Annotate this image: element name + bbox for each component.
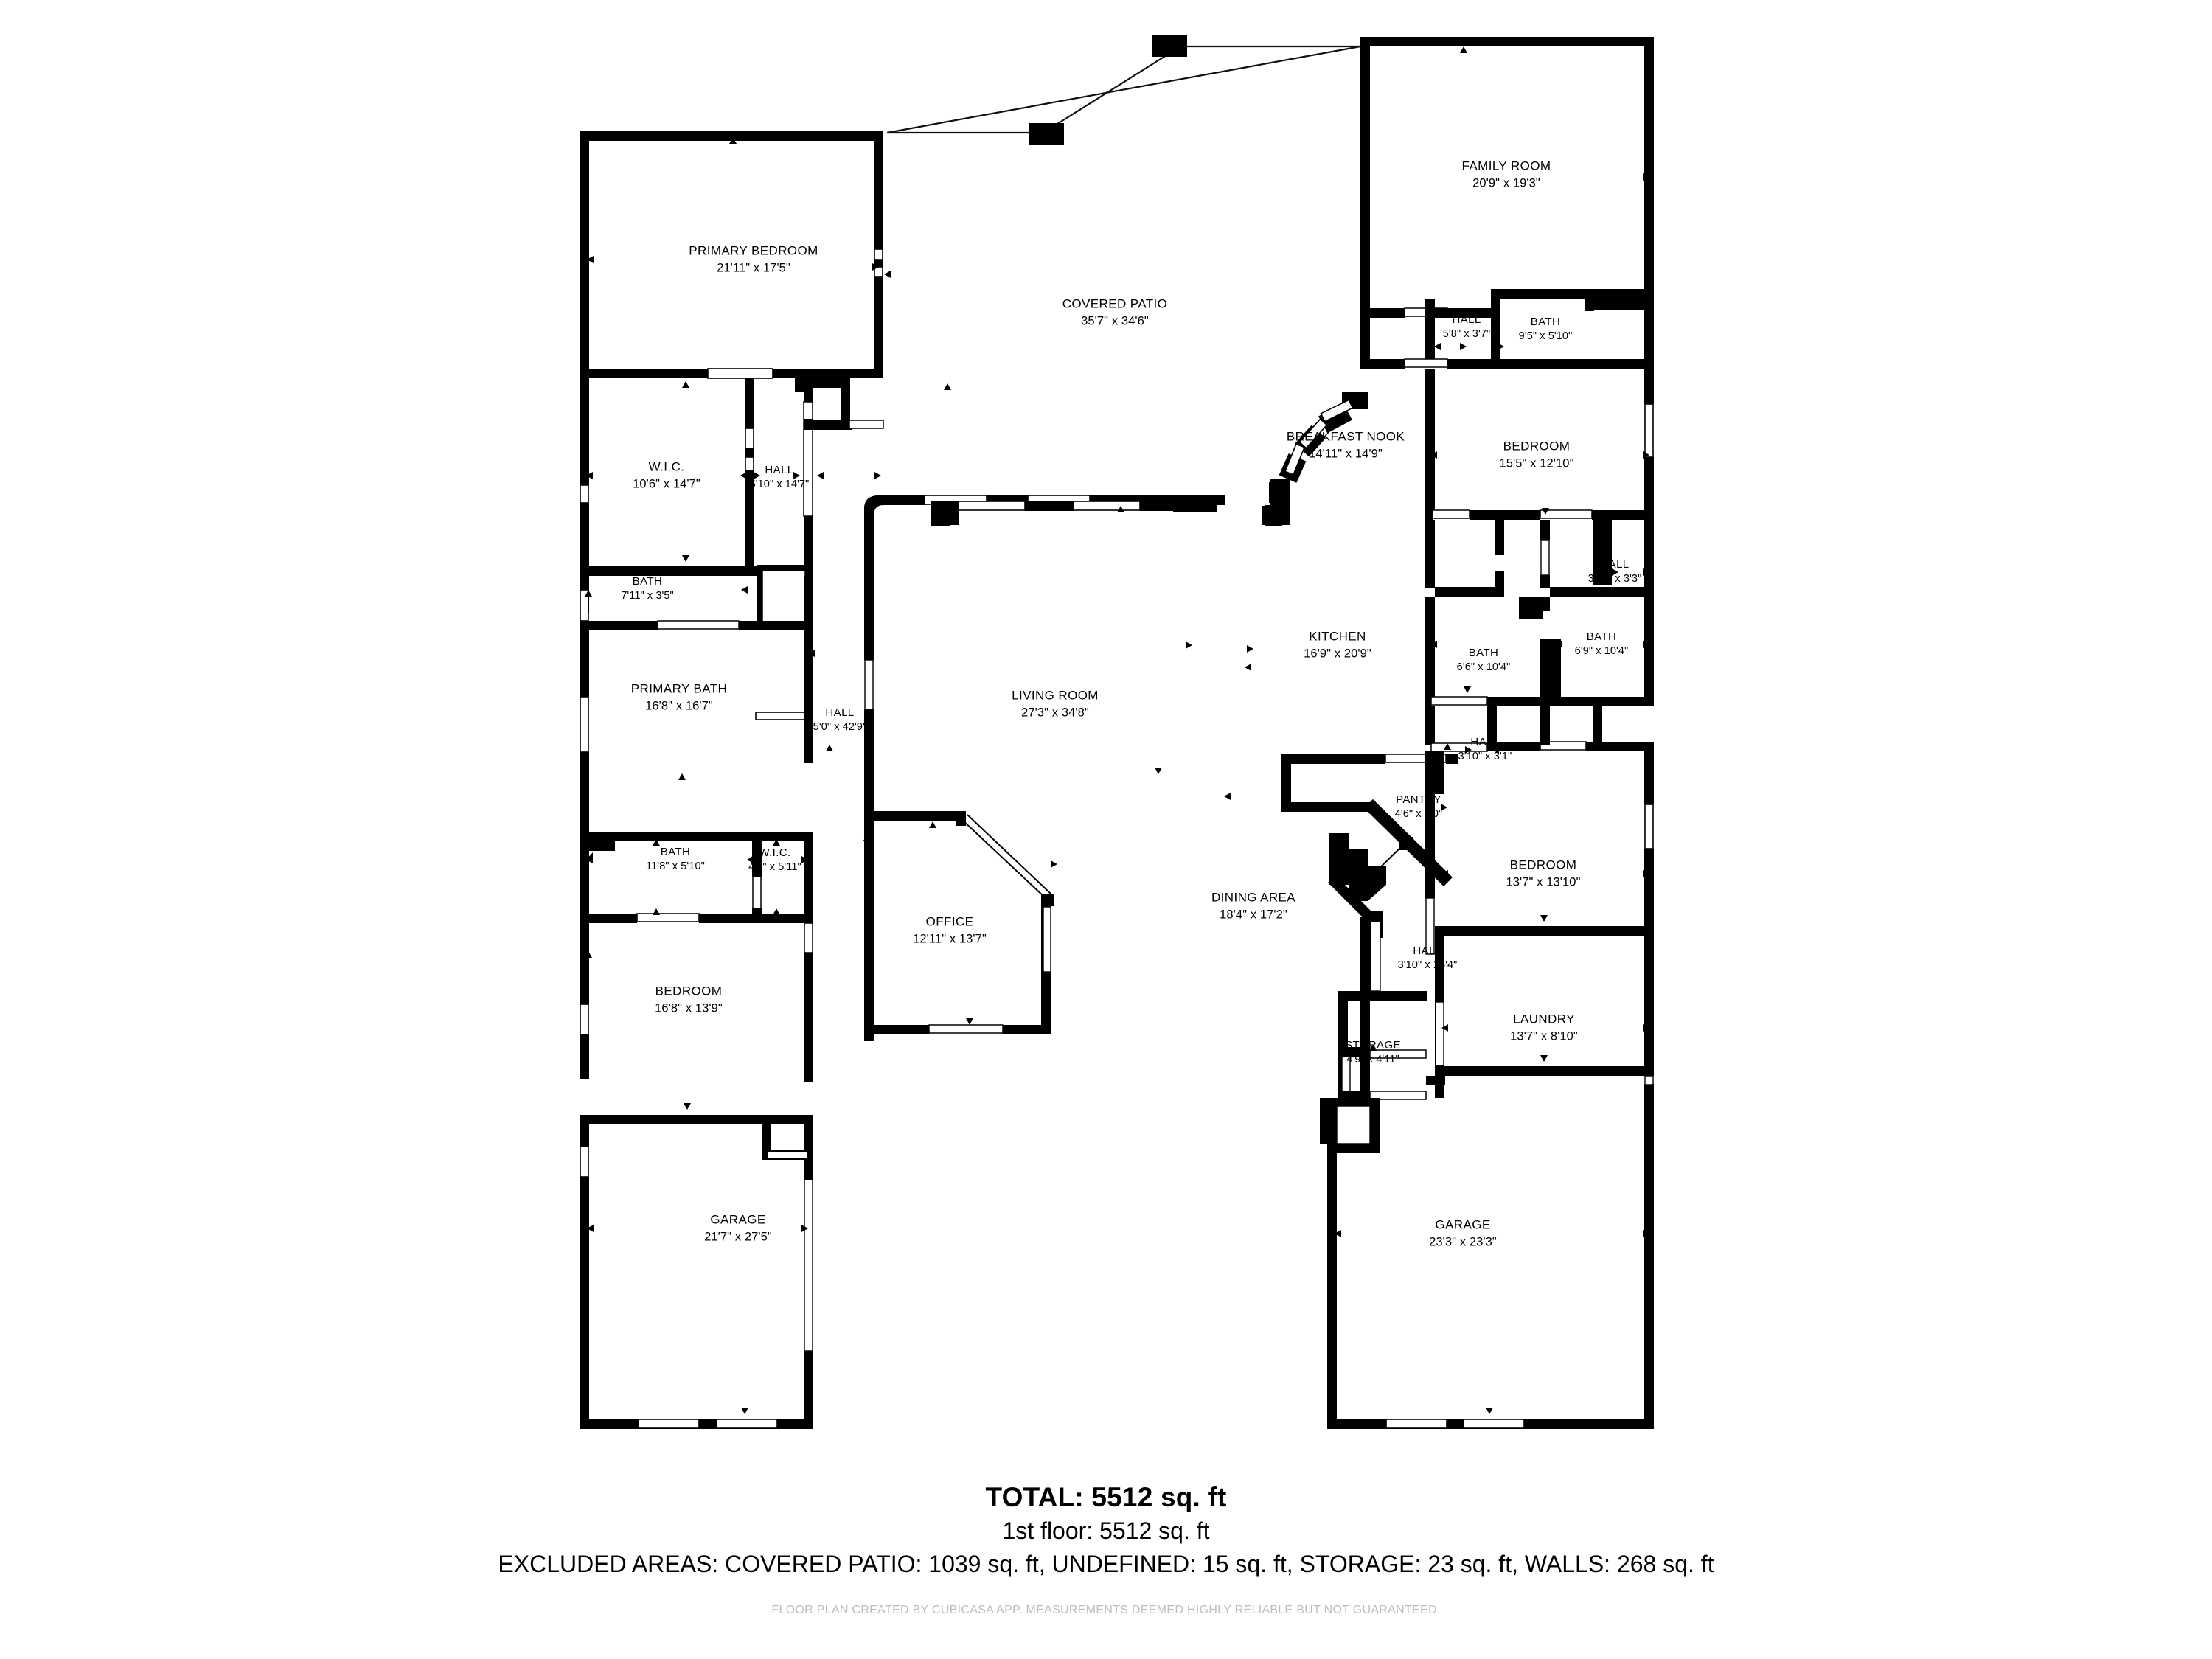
right-wing-walls xyxy=(1281,37,1654,1429)
area-summary: TOTAL: 5512 sq. ft 1st floor: 5512 sq. f… xyxy=(0,1482,2212,1580)
patio-posts xyxy=(1029,35,1187,145)
dimension-ticks xyxy=(585,46,1650,1414)
total-area-text: TOTAL: 5512 sq. ft xyxy=(985,1482,1227,1512)
office-walls xyxy=(864,811,1054,1041)
patio-curve-walls xyxy=(864,392,1368,526)
disclaimer-text: FLOOR PLAN CREATED BY CUBICASA APP. MEAS… xyxy=(771,1604,1441,1616)
floor-area-text: 1st floor: 5512 sq. ft xyxy=(1002,1517,1210,1544)
left-wing-walls xyxy=(580,131,884,1429)
excluded-areas-text: EXCLUDED AREAS: COVERED PATIO: 1039 sq. … xyxy=(498,1551,1714,1577)
floor-plan-drawing xyxy=(580,35,1654,1429)
living-room-walls xyxy=(864,495,1225,811)
patio-outline xyxy=(886,45,1361,134)
